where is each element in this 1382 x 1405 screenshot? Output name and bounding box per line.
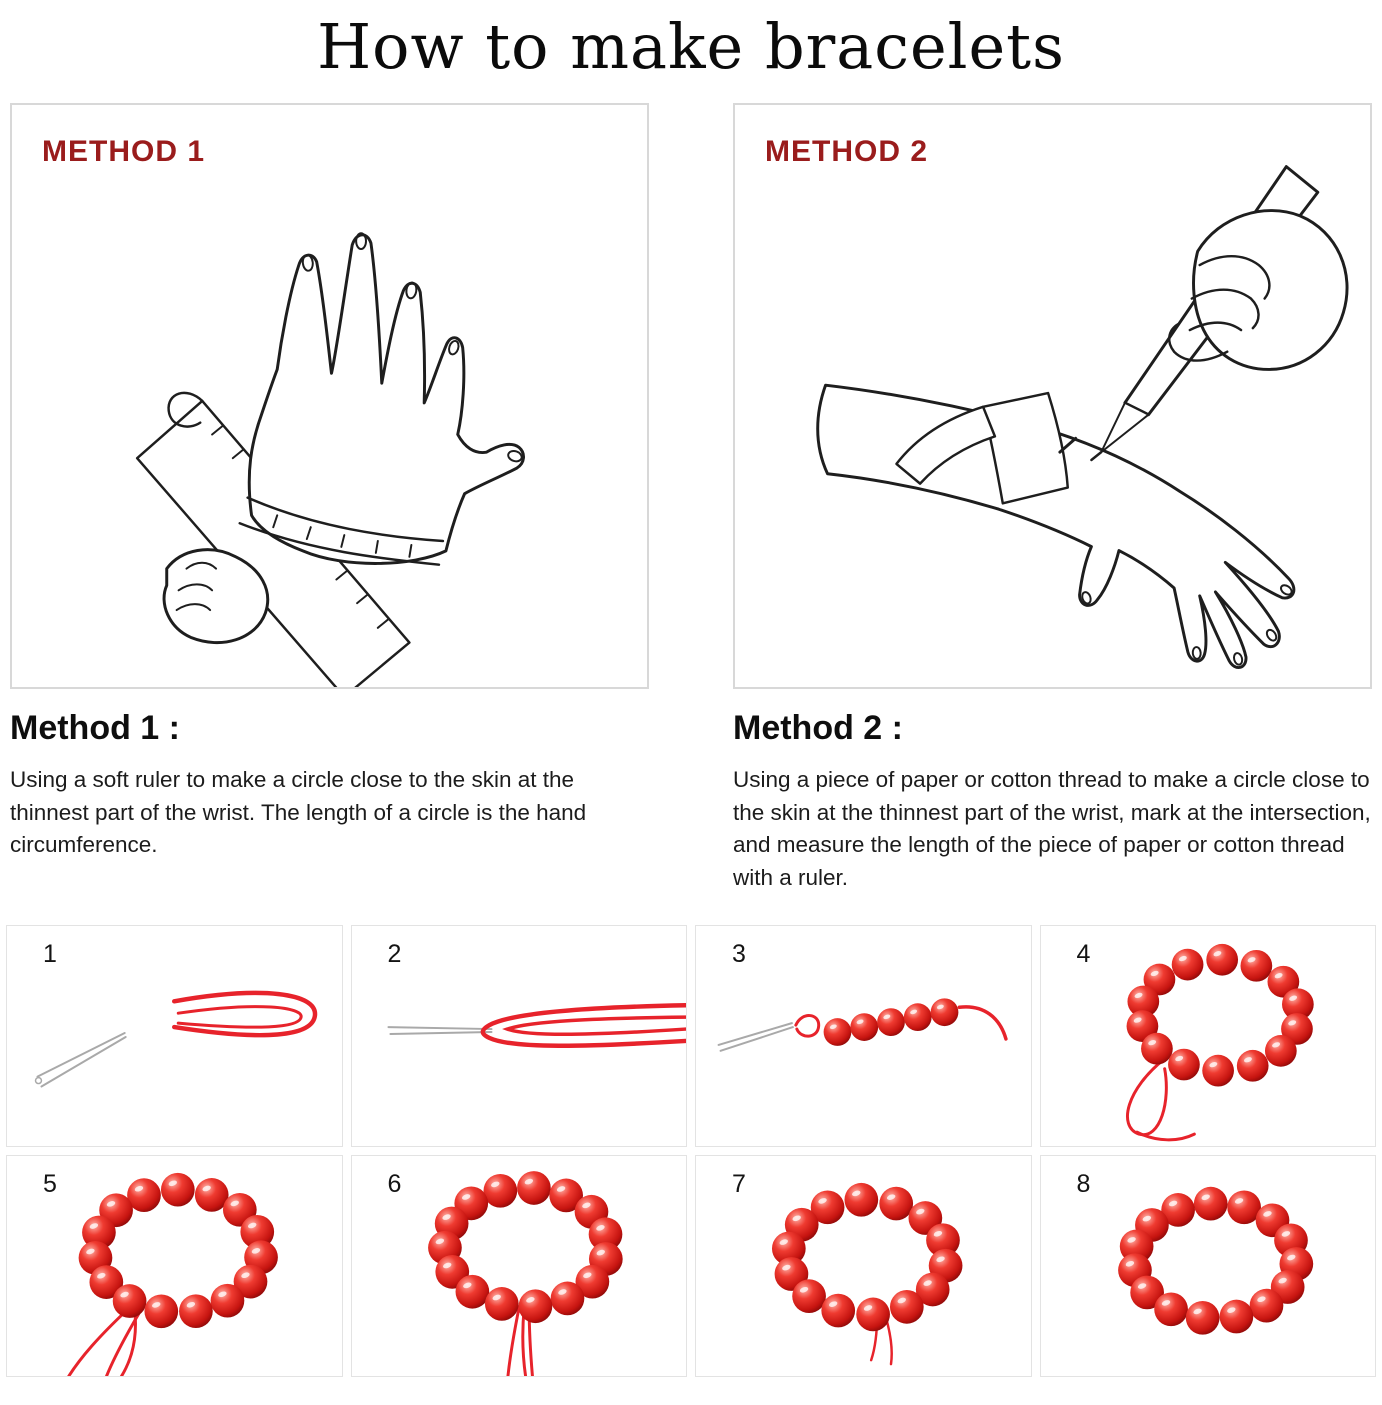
step-1-image bbox=[34, 990, 318, 1088]
step-7-cell: 7 bbox=[695, 1154, 1032, 1377]
method2-heading: Method 2 : bbox=[733, 709, 903, 747]
method-description-row: Method 1 : Using a soft ruler to make a … bbox=[0, 703, 1382, 895]
page-title: How to make bracelets bbox=[317, 10, 1065, 83]
steps-grid: 1 2 3 4 5 6 7 8 bbox=[0, 924, 1382, 1377]
step-6-cell: 6 bbox=[350, 1154, 687, 1377]
step-2-cell: 2 bbox=[350, 924, 687, 1147]
method2-description-block: Method 2 : Using a piece of paper or cot… bbox=[733, 703, 1372, 895]
step-6-number: 6 bbox=[387, 1169, 402, 1198]
step-8-image bbox=[1117, 1186, 1313, 1335]
method2-text: Using a piece of paper or cotton thread … bbox=[733, 767, 1371, 890]
step-5-cell: 5 bbox=[6, 1154, 343, 1377]
step-4-cell: 4 bbox=[1039, 924, 1376, 1147]
step-3-cell: 3 bbox=[695, 924, 1032, 1147]
method1-heading: Method 1 : bbox=[10, 709, 180, 747]
method1-text: Using a soft ruler to make a circle clos… bbox=[10, 767, 587, 858]
step-8-cell: 8 bbox=[1039, 1154, 1376, 1377]
method-illustration-row: METHOD 1 bbox=[0, 103, 1382, 689]
method2-illustration bbox=[816, 165, 1349, 669]
method1-illustration bbox=[135, 232, 525, 687]
step-3-image bbox=[717, 997, 1008, 1052]
step-5-number: 5 bbox=[43, 1169, 57, 1198]
step-5-image bbox=[67, 1172, 278, 1376]
step-7-number: 7 bbox=[732, 1169, 746, 1198]
step-2-number: 2 bbox=[387, 939, 402, 968]
step-1-cell: 1 bbox=[6, 924, 343, 1147]
method1-panel: METHOD 1 bbox=[10, 103, 649, 689]
step-7-image bbox=[771, 1182, 963, 1365]
step-3-number: 3 bbox=[732, 939, 746, 968]
method2-panel: METHOD 2 bbox=[733, 103, 1372, 689]
step-1-number: 1 bbox=[43, 939, 57, 968]
step-2-image bbox=[386, 1002, 686, 1048]
step-6-image bbox=[427, 1170, 623, 1376]
method-badge-1: METHOD 1 bbox=[42, 135, 206, 168]
step-4-number: 4 bbox=[1076, 939, 1091, 968]
step-8-number: 8 bbox=[1076, 1169, 1091, 1198]
method1-description-block: Method 1 : Using a soft ruler to make a … bbox=[10, 703, 649, 895]
method-badge-2: METHOD 2 bbox=[765, 135, 929, 168]
step-4-image bbox=[1125, 943, 1314, 1141]
